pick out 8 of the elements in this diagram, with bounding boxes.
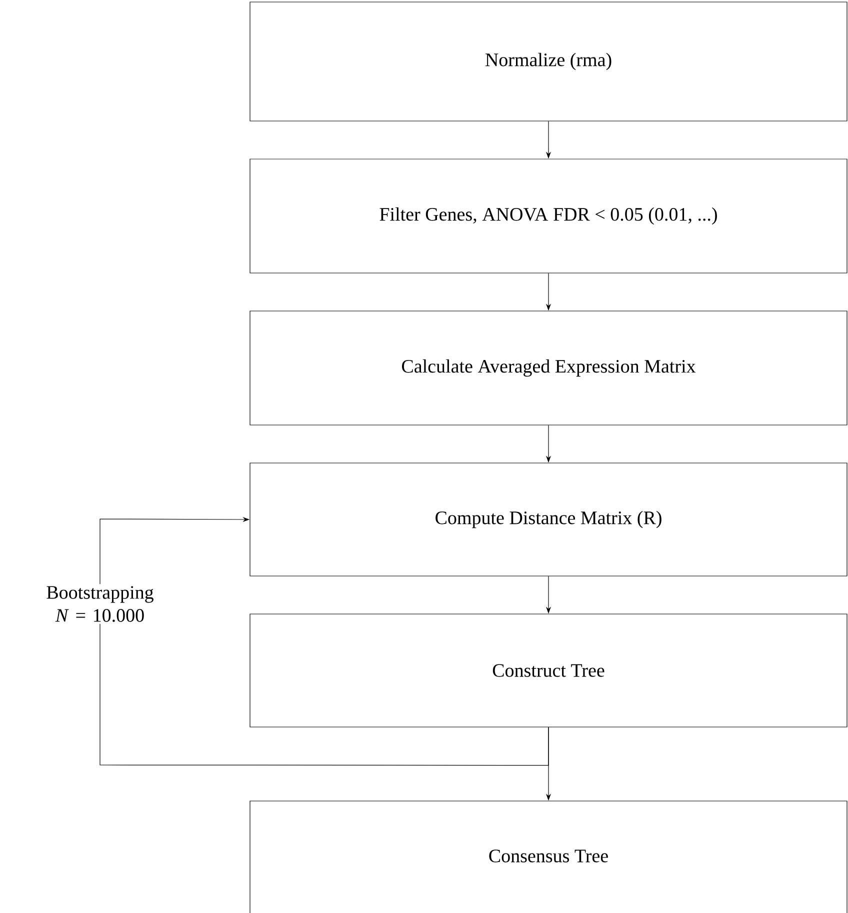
process-box: Consensus Tree xyxy=(250,800,848,913)
loop-arrow xyxy=(100,516,549,766)
process-box: Compute Distance Matrix (R) xyxy=(250,462,848,576)
process-box: Filter Genes, ANOVA FDR < 0.05 (0.01, ...) xyxy=(250,158,848,274)
edge-label: Bootstrapping N = 10.000 xyxy=(46,586,154,622)
process-box: Construct Tree xyxy=(250,614,848,728)
process-box: Calculate Averaged Expression Matrix xyxy=(250,310,848,426)
process-box: Normalize (rma) xyxy=(250,2,848,122)
